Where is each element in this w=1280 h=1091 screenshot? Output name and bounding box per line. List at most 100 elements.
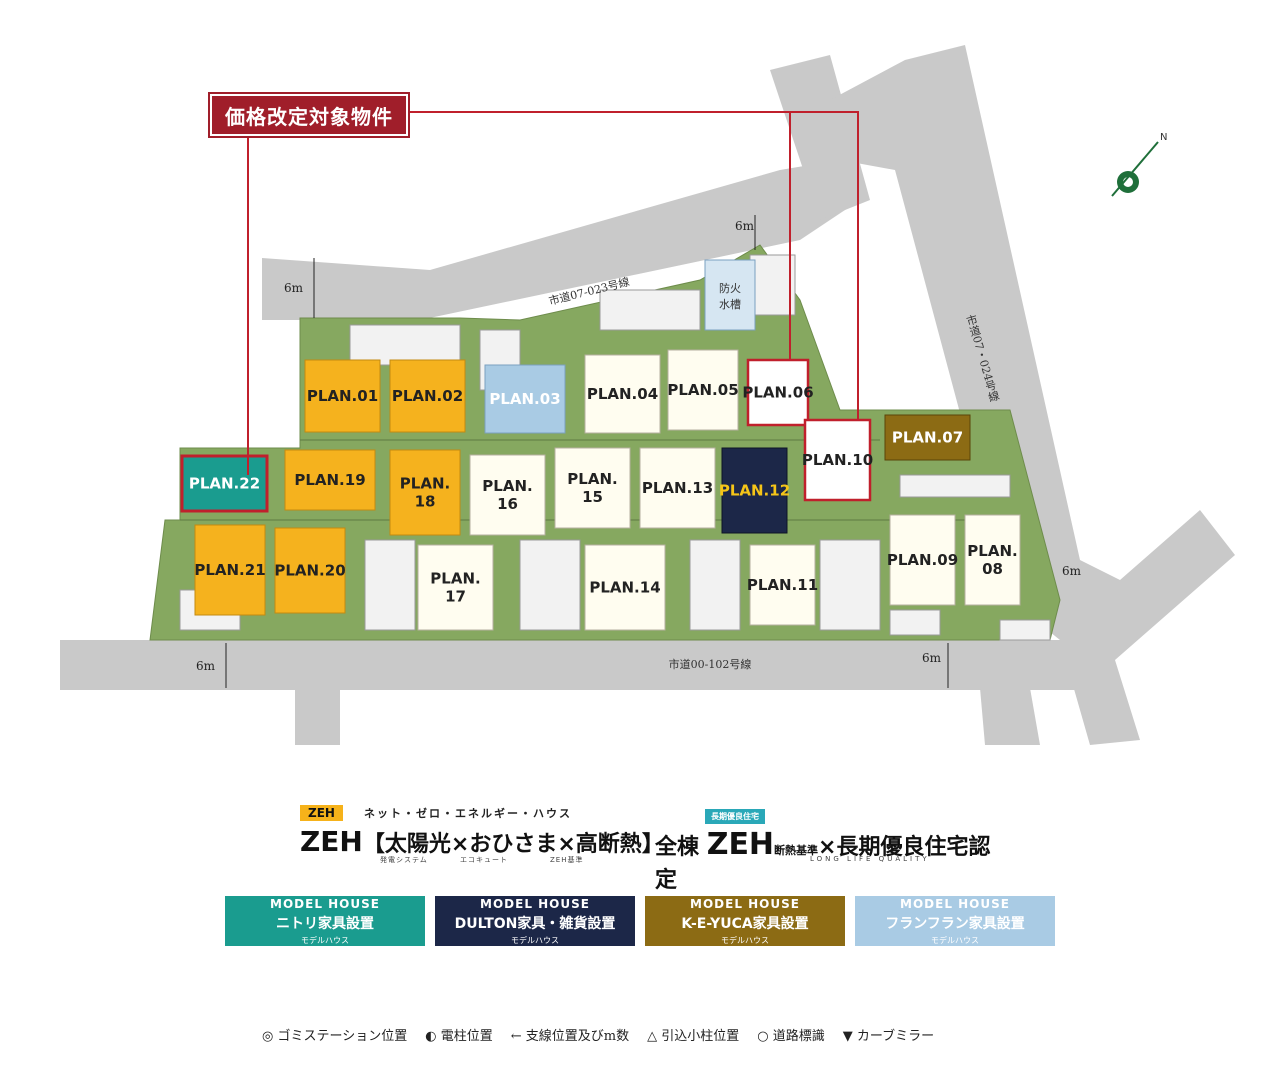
south-branch-road (295, 688, 340, 745)
south-road-label: 市道00-102号線 (669, 657, 752, 671)
price-revision-callout: 価格改定対象物件 (208, 92, 410, 138)
plot-07-building[interactable] (884, 414, 971, 461)
model-house-title: MODEL HOUSE (480, 897, 590, 911)
plot-10-building[interactable] (803, 418, 872, 502)
plot-22[interactable]: PLAN.22 (180, 454, 269, 513)
plot-21-building[interactable] (194, 524, 266, 616)
roads (60, 45, 1235, 745)
plot-06[interactable]: PLAN.06 (742, 358, 814, 427)
legend-label: ゴミステーション位置 (277, 1029, 408, 1044)
plot-11-building[interactable] (749, 544, 816, 626)
compass-icon: N (1111, 132, 1167, 197)
plot-03-label: PLAN.03 (489, 390, 560, 408)
plot-20-label: PLAN.20 (274, 562, 345, 580)
plot-19[interactable]: PLAN.19 (284, 449, 376, 511)
choki-cert: 長期優良住宅認定 (655, 835, 991, 893)
legend-item: ◎ ゴミステーション位置 (262, 1025, 407, 1044)
zeh-ohisama-sub: エコキュート (460, 856, 508, 864)
legend-label: カーブミラー (856, 1029, 935, 1044)
plot-04[interactable]: PLAN.04 (584, 354, 661, 434)
zeh-solar: 太陽光 (384, 832, 451, 857)
plot-01-label: PLAN.01 (307, 387, 378, 405)
plot-22-label: PLAN.22 (189, 475, 260, 493)
legend-icon: ○ (757, 1029, 773, 1044)
width-label-north-west: 6m (284, 281, 304, 295)
zeh-times-2: × (557, 832, 576, 857)
plot-06-building[interactable] (746, 358, 810, 427)
plot-09-label: PLAN.09 (887, 551, 958, 569)
callout-lines (247, 111, 859, 475)
zeh-main-text: ZEH【太陽光×おひさま×高断熱】 (300, 825, 664, 858)
plot-09[interactable]: PLAN.09 (887, 514, 958, 606)
zeh-insulation: 高断熱 (575, 832, 642, 857)
choki-english: LONG LIFE QUALITY (810, 855, 930, 863)
legend-item: △ 引込小柱位置 (647, 1025, 739, 1044)
south-road (60, 640, 1095, 690)
plot-07[interactable]: PLAN.07 (884, 414, 971, 461)
fire-water-tank (704, 259, 756, 331)
plot-16-building[interactable] (469, 454, 546, 536)
width-label-south-west: 6m (196, 659, 216, 673)
plot-03-building[interactable] (484, 364, 566, 434)
plot-15[interactable]: PLAN.15 (554, 447, 631, 529)
plot-05-building[interactable] (667, 349, 739, 431)
legend-label: 道路標識 (772, 1029, 825, 1044)
model-house-title: MODEL HOUSE (900, 897, 1010, 911)
model-house-name: フランフラン家具設置 (885, 916, 1025, 932)
plot-16[interactable]: PLAN.16 (469, 454, 546, 536)
plot-17-label: PLAN.17 (430, 570, 480, 606)
plot-15-label: PLAN.15 (567, 470, 617, 506)
zeh-bracket-close: 】 (641, 832, 664, 857)
plot-13-building[interactable] (639, 447, 716, 529)
plot-01-building[interactable] (304, 359, 381, 433)
plot-17[interactable]: PLAN.17 (417, 544, 494, 631)
plot-05-label: PLAN.05 (667, 381, 738, 399)
legend-item: ◐ 電柱位置 (425, 1025, 493, 1044)
zeh-bracket-open: 【 (362, 832, 385, 857)
plot-20-building[interactable] (274, 527, 346, 614)
plot-08-building[interactable] (964, 514, 1021, 606)
plot-21[interactable]: PLAN.21 (194, 524, 266, 616)
plot-14[interactable]: PLAN.14 (584, 544, 666, 631)
plot-08[interactable]: PLAN.08 (964, 514, 1021, 606)
plot-08-label: PLAN.08 (967, 542, 1017, 578)
legend-label: 電柱位置 (440, 1029, 493, 1044)
plot-20[interactable]: PLAN.20 (274, 527, 346, 614)
model-house-sub: モデルハウス (301, 936, 349, 945)
legend-icon: ▼ (842, 1029, 857, 1044)
north-branch-road (770, 55, 870, 220)
dimension-arrows (225, 215, 949, 688)
plot-22-building[interactable] (180, 454, 269, 513)
width-label-east: 6m (1062, 564, 1082, 578)
plot-02-building[interactable] (389, 359, 466, 433)
plot-12[interactable]: PLAN.12 (719, 447, 790, 534)
zeh-subtitle: ネット・ゼロ・エネルギー・ハウス (364, 807, 572, 820)
plot-17-building[interactable] (417, 544, 494, 631)
plot-10[interactable]: PLAN.10 (802, 418, 873, 502)
zeh-tag: ZEH (300, 805, 343, 821)
plot-10-label: PLAN.10 (802, 451, 873, 469)
plot-03[interactable]: PLAN.03 (484, 364, 566, 434)
plot-04-building[interactable] (584, 354, 661, 434)
legend-label: 支線位置及びm数 (525, 1029, 630, 1044)
plot-15-building[interactable] (554, 447, 631, 529)
plot-14-building[interactable] (584, 544, 666, 631)
plot-02-label: PLAN.02 (392, 387, 463, 405)
east-road (830, 45, 1235, 745)
plot-18[interactable]: PLAN.18 (389, 449, 461, 536)
plot-18-building[interactable] (389, 449, 461, 536)
plot-13[interactable]: PLAN.13 (639, 447, 716, 529)
plot-12-building[interactable] (721, 447, 788, 534)
plot-02[interactable]: PLAN.02 (389, 359, 466, 433)
plot-19-building[interactable] (284, 449, 376, 511)
legend-item: ▼ カーブミラー (843, 1025, 934, 1044)
plot-11[interactable]: PLAN.11 (747, 544, 818, 626)
plot-05[interactable]: PLAN.05 (667, 349, 739, 431)
plot-01[interactable]: PLAN.01 (304, 359, 381, 433)
plot-09-building[interactable] (889, 514, 956, 606)
parking-areas (179, 254, 1051, 641)
choki-tag: 長期優良住宅 (705, 809, 765, 824)
